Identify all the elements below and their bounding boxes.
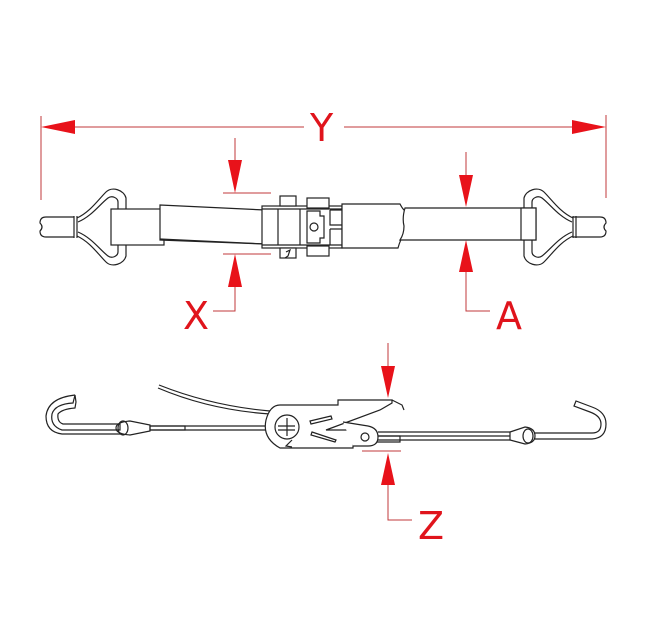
side-view [45,384,607,449]
strap-body [341,203,409,249]
right-webbing [398,207,537,241]
dimension-label-a: A [496,294,522,338]
right-triangle-ring [520,188,574,266]
right-webbing-end [572,216,607,238]
dimension-x: X [183,138,271,338]
arrow-up-icon [228,254,242,287]
dimension-label-y: Y [309,106,334,150]
right-j-hook [535,400,607,440]
dimension-label-z: Z [418,504,444,548]
arrow-left-icon [41,120,75,134]
loose-strap-tail [157,384,271,415]
arrow-down-icon [381,366,395,398]
arrow-up-icon [381,453,395,485]
arrow-up-icon [459,240,473,272]
dimension-a: A [459,152,522,338]
ratchet-handle-side [264,399,405,449]
left-j-hook [51,394,121,431]
dimension-z: Z [362,343,444,548]
ratchet-buckle-top [261,195,343,259]
left-webbing [110,208,165,246]
right-thimble [509,426,536,445]
arrow-down-icon [459,175,473,207]
top-view [39,188,607,266]
arrow-right-icon [572,120,606,134]
dimension-y: Y [40,106,607,200]
left-thimble [115,420,151,436]
left-webbing-end [39,216,78,238]
strap-tail [159,204,266,245]
dimension-label-x: X [183,294,209,338]
arrow-down-icon [228,160,242,193]
